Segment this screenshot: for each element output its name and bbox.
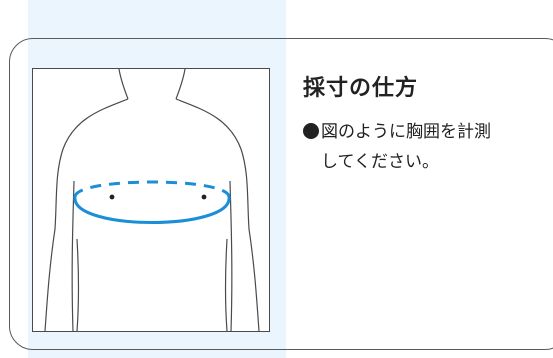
measuring-tape-front: [73, 196, 231, 224]
instruction-line-1: 図のように胸囲を計測: [321, 122, 491, 142]
instruction-text: 図のように胸囲を計測 してください。: [303, 117, 543, 177]
measuring-tape-back: [73, 180, 231, 198]
right-arm-inner-line: [229, 180, 233, 331]
right-chest-point: [201, 194, 207, 200]
right-shoulder-line: [175, 98, 260, 331]
left-shoulder-line: [44, 98, 129, 331]
bullet-icon: [303, 123, 319, 139]
info-card: [9, 38, 553, 350]
neck-right-line: [175, 69, 186, 100]
torso-illustration: [44, 69, 260, 331]
torso-right-line: [224, 238, 228, 331]
section-title: 採寸の仕方: [303, 76, 419, 101]
torso-left-line: [76, 238, 80, 331]
left-arm-inner-line: [71, 180, 75, 331]
left-chest-point: [109, 194, 115, 200]
chest-measurement-figure: [32, 68, 270, 332]
instruction-line-2: してください。: [321, 152, 439, 172]
neck-left-line: [118, 69, 129, 100]
